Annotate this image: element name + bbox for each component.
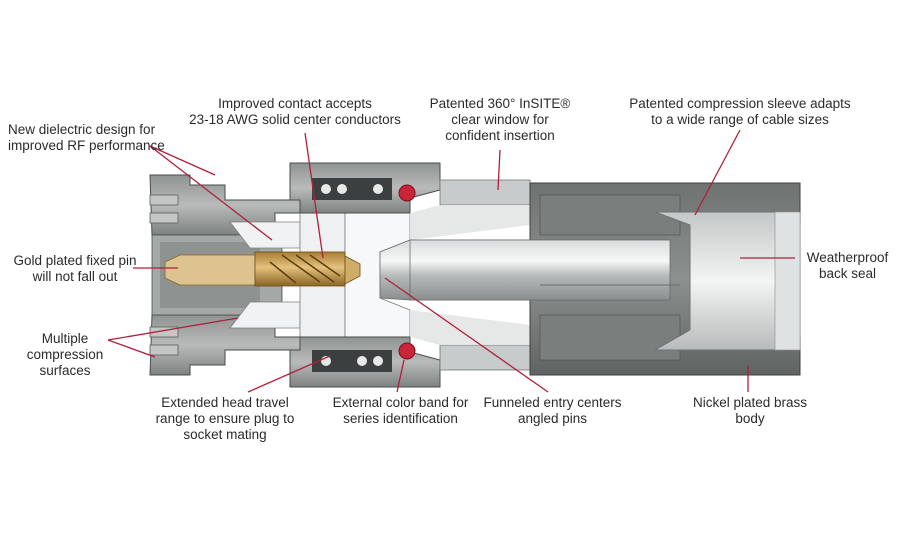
color-band-top — [398, 184, 416, 202]
label-compression: Multiple compression surfaces — [26, 331, 104, 378]
label-window: Patented 360° InSITE® clear window for c… — [429, 96, 571, 143]
label-pin: Gold plated fixed pin will not fall out — [13, 253, 137, 284]
center-post — [379, 239, 680, 301]
label-body: Nickel plated brass body — [692, 395, 808, 426]
label-contact: Improved contact accepts 23-18 AWG solid… — [189, 96, 401, 127]
label-seal: Weatherproof back seal — [806, 250, 889, 281]
label-head-travel: Extended head travel range to ensure plu… — [155, 395, 295, 442]
label-funneled: Funneled entry centers angled pins — [483, 395, 622, 426]
leader-lines — [107, 129, 795, 393]
color-band-bottom — [398, 342, 416, 360]
gold-pin — [164, 251, 361, 287]
label-color-band: External color band for series identific… — [332, 395, 469, 426]
label-sleeve: Patented compression sleeve adapts to a … — [629, 96, 851, 127]
label-dielectric: New dielectric design for improved RF pe… — [8, 122, 165, 153]
